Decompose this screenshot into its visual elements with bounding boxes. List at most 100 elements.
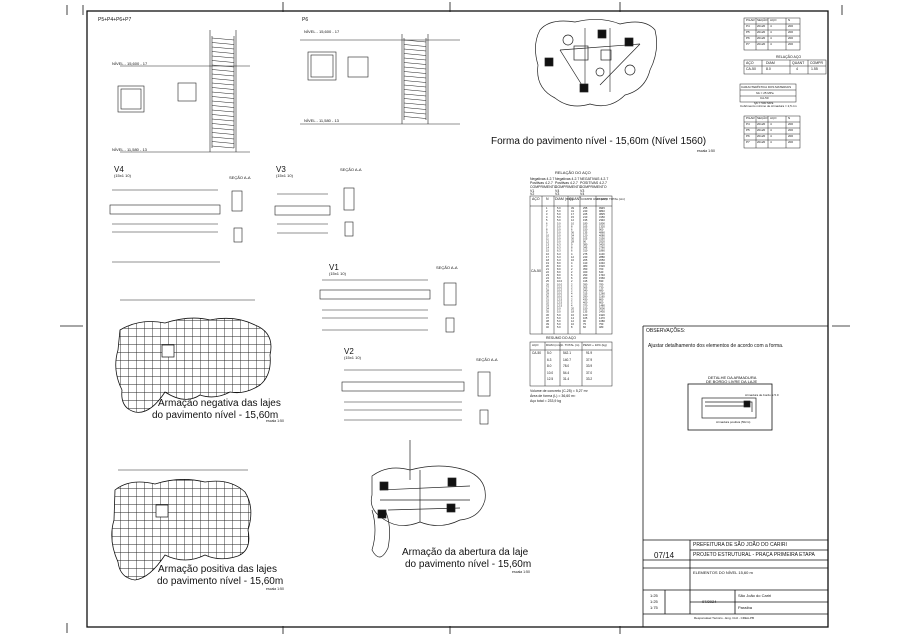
steel-table-cell: 2880 (599, 255, 605, 259)
steel-table-cell: 3000 (599, 307, 605, 311)
steel-table-cell: 5 (546, 218, 548, 222)
steel-table-cell: 9840 (599, 209, 605, 213)
steel-table-cell: 8.0 (557, 261, 561, 265)
steel-summary-frame (529, 341, 613, 387)
steel-table-cell: 830 (599, 279, 604, 283)
steel-table-cell: 10.0 (557, 288, 563, 292)
steel-table-cell: 380 (583, 264, 588, 268)
side-table-cell: 20x20 (757, 24, 766, 28)
negative-plan-scale: escala 1:50 (266, 419, 284, 423)
side-table-cell: P6 (746, 134, 750, 138)
steel-table-cell: 41 (571, 209, 574, 213)
steel-table-cell: 8.0 (557, 276, 561, 280)
side-t2-title: RELAÇÃO AÇO (776, 55, 802, 59)
steel-table-cell: 37 (546, 316, 549, 320)
steel-table-cell: 32 (546, 301, 549, 305)
summary-cell: 78.0 (563, 364, 570, 368)
steel-table-cell: 6.3 (557, 249, 561, 253)
side-table-cell: 4 (770, 36, 772, 40)
steel-table-cell: 6 (571, 276, 573, 280)
steel-table-cell: 3 (546, 212, 548, 216)
steel-table-cell: 255 (583, 206, 588, 210)
side-table-cell: P4 (746, 24, 750, 28)
side-t2-v3: 1.55 (811, 67, 818, 71)
side-table-cell: 20x20 (757, 140, 766, 144)
steel-table-cell: 2340 (599, 218, 605, 222)
scale-3: 1:75 (650, 605, 658, 610)
opening-plan-title-1: Armação da abertura da laje (402, 547, 529, 558)
owner-name: PREFEITURA DE SÃO JOÃO DO CARIRI (693, 542, 787, 548)
pilar-group-label: P5+P4+P6+P7 (98, 17, 132, 23)
steel-table-cell: 860 (599, 298, 604, 302)
side-table-cell: 200 (788, 134, 794, 138)
steel-table-cell: 2430 (599, 310, 605, 314)
summary-cell: CA-50 (532, 351, 542, 355)
steel-table-cell: 290 (583, 294, 588, 298)
steel-table-cell: 29 (546, 291, 549, 295)
sheet-content: ELEMENTOS DO NÍVEL 15,60 m (693, 570, 753, 575)
steel-table-cell: 28 (546, 288, 549, 292)
steel-table-cell: 5.0 (557, 240, 561, 244)
steel-table-cell: 8 (571, 246, 573, 250)
summary-cell: 140.7 (563, 357, 571, 362)
steel-table-cell: 34 (546, 307, 549, 311)
steel-table-cell: 680 (599, 288, 604, 292)
side-t3-r2: fyk = 500 MPa (754, 101, 774, 105)
side-table-cell: 20x20 (757, 36, 766, 40)
detail-label-2: Armadura positiva (50cm) (716, 420, 751, 424)
steel-table-cell: 10 (571, 258, 574, 262)
steel-table-cell: 19 (546, 261, 549, 265)
steel-table-cell: 4080 (599, 233, 605, 237)
steel-table-cell: 20 (546, 264, 549, 268)
side-table-header: AÇO (770, 18, 777, 22)
steel-table-cell: 2 (571, 270, 573, 274)
steel-table-cell: 38 (546, 319, 549, 323)
steel-table-cell: 6.3 (557, 258, 561, 262)
steel-table-cell: 40 (546, 325, 549, 329)
steel-table-cell: 2050 (599, 258, 605, 262)
steel-table-cell: 10 (571, 221, 574, 225)
steel-table-cell: 60 (583, 325, 586, 329)
steel-table-cell: 75 (583, 322, 586, 326)
side-t2-v0: CA-50 (746, 67, 756, 71)
floor-plan-scale: escala 1:50 (697, 149, 715, 153)
opening-reinforcement-plan (370, 440, 486, 558)
steel-table-cell: 3150 (599, 237, 605, 241)
steel-table-cell: 315 (583, 291, 588, 295)
summary-cell: 5.0 (547, 351, 552, 355)
side-table-cell: P5 (746, 30, 750, 34)
v4-section-size: (15x1 10) (114, 173, 131, 178)
side-table-cell: 20x20 (757, 122, 766, 126)
summary-cell: 6.3 (547, 357, 552, 362)
v3-secao-aa: SEÇÃO A-A (340, 167, 362, 172)
footer-credit: Responsável Técnico - Eng. Civil - CREA-… (694, 616, 754, 620)
steel-table-cell: 33 (546, 304, 549, 308)
side-table-cell: 4 (770, 140, 772, 144)
steel-table-cell: 4 (571, 291, 573, 295)
beam-v3-label: V3 (276, 165, 286, 174)
steel-table-cell: 400 (583, 301, 588, 305)
steel-table-cell: 10 (546, 233, 549, 237)
steel-table-cell: 5.0 (557, 316, 561, 320)
detail-label-1: Armadura de bordo ø 5.0 (745, 393, 779, 397)
beam-v1-detail (319, 279, 457, 333)
steel-table-cell: 1320 (599, 224, 605, 228)
summary-note-2: Área de forma (L) = 36,60 m² (530, 394, 576, 398)
steel-table-cell: 105 (583, 316, 588, 320)
city: São João do Cariri (738, 593, 772, 598)
steel-table-cell: 2 (571, 279, 573, 283)
nivel-bottom-2: NÍVEL - 11,580 - 13 (304, 118, 339, 123)
steel-table-cell: 10.0 (557, 285, 563, 289)
steel-table-cell: 3825 (599, 212, 605, 216)
side-table-cell: 200 (788, 128, 794, 132)
steel-summary-h4: PESO + 10% (kg) (583, 343, 607, 347)
positive-reinforcement-plan (111, 469, 252, 581)
steel-table-cell: 4 (571, 264, 573, 268)
side-table-cell: 4 (770, 134, 772, 138)
summary-note-3: Aço total = 233,9 kg (530, 399, 562, 403)
steel-table-cell: 195 (583, 218, 588, 222)
steel-table-cell: 210 (583, 215, 588, 219)
steel-table-cell: 2 (546, 209, 548, 213)
beam-v1-label: V1 (329, 263, 339, 272)
steel-table-cell: 700 (599, 267, 604, 271)
